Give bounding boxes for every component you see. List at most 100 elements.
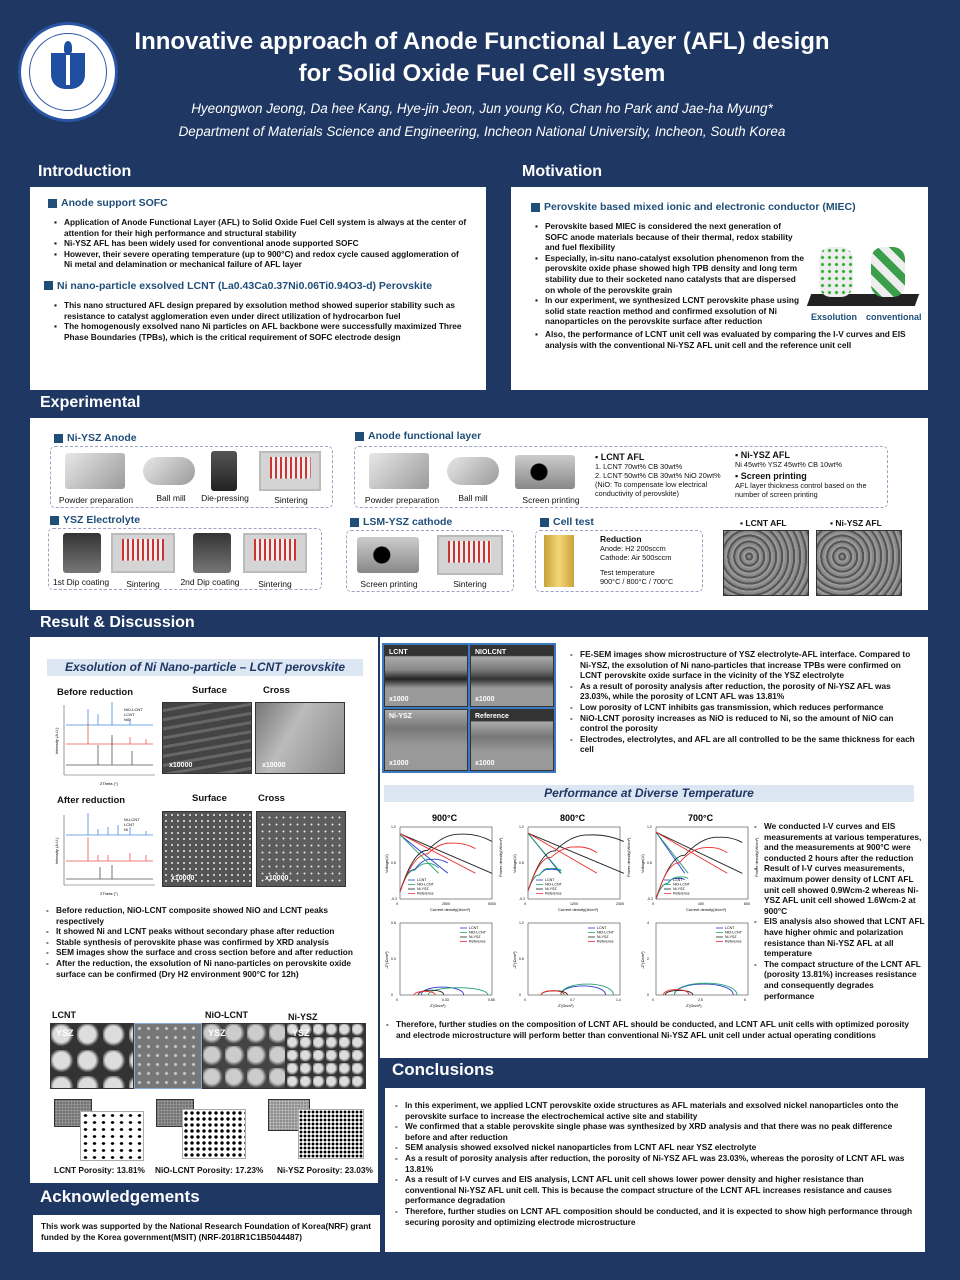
eis-arc-Ni-YSZ bbox=[664, 989, 694, 996]
y-axis-label: Voltage(V) bbox=[640, 854, 645, 873]
step-label: Sintering bbox=[126, 579, 160, 589]
legend-label: NiO-LCNT bbox=[469, 931, 487, 935]
ball-mill-illustration bbox=[447, 457, 499, 485]
heading-text: Anode functional layer bbox=[368, 430, 482, 442]
x-tick-label: 0.7 bbox=[570, 998, 575, 1002]
conclusions-panel: In this experiment, we applied LCNT pero… bbox=[385, 1088, 925, 1252]
voltage-line-Reference bbox=[655, 831, 728, 874]
step-label: Ball mill bbox=[156, 493, 186, 503]
furnace-illustration bbox=[111, 533, 175, 573]
list-item: This nano structured AFL design prepared… bbox=[54, 300, 468, 321]
legend-label: Reference bbox=[469, 940, 486, 944]
x-tick-label: 1.4 bbox=[616, 998, 621, 1002]
xrd-legend: LCNT bbox=[124, 712, 135, 717]
list-item: Result of I-V curves measurements, maxim… bbox=[754, 863, 926, 916]
x-tick-label: 5000 bbox=[488, 902, 496, 906]
voltage-line-Ni-YSZ bbox=[655, 831, 743, 874]
voltage-line-Ni-YSZ bbox=[399, 833, 493, 874]
chart-title: 900°C bbox=[432, 813, 458, 823]
porosity-map-lcnt bbox=[80, 1111, 144, 1161]
anode-process-box: Powder preparation Ball mill Die-pressin… bbox=[50, 446, 333, 508]
xrd-legend: NiO-LCNT bbox=[124, 707, 143, 712]
legend-label: Reference bbox=[597, 940, 614, 944]
furnace-illustration bbox=[259, 451, 321, 491]
magnification-label: x10000 bbox=[169, 762, 193, 769]
y-tick-label: 1.2 bbox=[391, 825, 396, 829]
porosity-map-niolcnt bbox=[182, 1109, 246, 1159]
power-curve-Reference bbox=[399, 842, 476, 892]
magnification-label: x1000 bbox=[389, 696, 409, 703]
xrd-bullets: Before reduction, NiO-LCNT composite sho… bbox=[46, 905, 366, 979]
porosity-niysz: Ni-YSZ Porosity: 23.03% bbox=[277, 1165, 373, 1175]
step-label: Sintering bbox=[274, 495, 308, 505]
power-curve-NiO-LCNT bbox=[527, 867, 562, 892]
list-item: However, their severe operating temperat… bbox=[54, 249, 468, 270]
list-item: Perovskite based MIEC is considered the … bbox=[535, 221, 805, 253]
heading-afl: Anode functional layer bbox=[355, 430, 481, 442]
y-tick-label: 0.6 bbox=[391, 921, 396, 925]
ball-mill-illustration bbox=[143, 457, 195, 485]
legend-label: Ni-YSZ bbox=[469, 935, 481, 939]
x-tick-label: 1200 bbox=[570, 902, 578, 906]
label-text: Ni-YSZ AFL bbox=[835, 518, 882, 528]
legend-label: Ni-YSZ bbox=[545, 887, 557, 891]
magnification-label: x1000 bbox=[389, 760, 409, 767]
poster-title-line2: for Solid Oxide Fuel Cell system bbox=[298, 60, 666, 87]
square-bullet-icon bbox=[531, 202, 540, 212]
composition-line: (NiO: To compensate low electrical condu… bbox=[595, 480, 708, 498]
xrd-legend: Ni-LCNT bbox=[124, 817, 140, 822]
heading-cell-test: Cell test bbox=[540, 516, 594, 528]
sem-afl-niolcnt: YSZ bbox=[202, 1023, 286, 1089]
x-axis-label: Z'(Ωcm²) bbox=[686, 1003, 702, 1008]
powder-illustration bbox=[65, 453, 125, 489]
square-bullet-icon bbox=[50, 515, 59, 525]
legend-label: LCNT bbox=[545, 878, 555, 882]
xrd-chart-after: Ni-LCNT LCNT Ni 2Theta (°) Intensity (A.… bbox=[54, 813, 155, 896]
composition-line: 2. LCNT 50wt% CB 30wt% NiO 20wt% bbox=[595, 471, 721, 480]
x-tick-label: 5 bbox=[744, 998, 746, 1002]
anode-gas: Anode: H2 200sccm bbox=[600, 544, 666, 553]
step-label: Powder preparation bbox=[364, 495, 440, 505]
square-bullet-icon bbox=[48, 198, 57, 208]
list-item: Stable synthesis of perovskite phase was… bbox=[46, 937, 366, 948]
legend-label: Ni-YSZ bbox=[417, 887, 429, 891]
legend-label: NiO-LCNT bbox=[545, 883, 563, 887]
legend-label: LCNT bbox=[673, 878, 683, 882]
legend-label: LCNT bbox=[597, 926, 607, 930]
list-item: Especially, in-situ nano-catalyst exsolu… bbox=[535, 253, 805, 295]
magnification-label: x10000 bbox=[265, 875, 289, 882]
x-tick-label: 400 bbox=[698, 902, 704, 906]
y-tick-label: 0 bbox=[391, 993, 393, 997]
acknowledgement-text: This work was supported by the National … bbox=[41, 1221, 372, 1242]
y-axis-label: Voltage(V) bbox=[512, 854, 517, 873]
step-label: Sintering bbox=[453, 579, 487, 589]
plot-frame bbox=[399, 826, 493, 900]
results-left-panel: Exsolution of Ni Nano-particle – LCNT pe… bbox=[30, 637, 378, 1183]
list-item: We conducted I-V curves and EIS measurem… bbox=[754, 821, 926, 863]
sem-afl-niysz: YSZ bbox=[286, 1023, 366, 1089]
porosity-lcnt: LCNT Porosity: 13.81% bbox=[54, 1165, 145, 1175]
sem-surface-before: x10000 bbox=[162, 702, 252, 774]
fesem-tag: LCNT bbox=[389, 649, 408, 656]
legend-label: LCNT bbox=[469, 926, 479, 930]
furnace-illustration bbox=[437, 535, 503, 575]
sem-cross-before: x10000 bbox=[255, 702, 345, 774]
final-result-bullet: Therefore, further studies on the compos… bbox=[386, 1019, 922, 1040]
xrd-chart-before: NiO-LCNT LCNT NiO 2Theta (°) Intensity (… bbox=[54, 702, 155, 786]
x-tick-label: 0 bbox=[524, 902, 526, 906]
y-axis-label: -Z''(Ωcm²) bbox=[384, 951, 389, 969]
x-tick-label: 2500 bbox=[442, 902, 450, 906]
plot-frame bbox=[655, 922, 749, 996]
step-label: 1st Dip coating bbox=[52, 577, 110, 587]
heading-text: Perovskite based mixed ionic and electro… bbox=[544, 201, 856, 213]
motivation-panel: Perovskite based mixed ionic and electro… bbox=[511, 187, 928, 390]
list-item: As a result of porosity analysis after r… bbox=[395, 1153, 915, 1174]
test-jig-illustration bbox=[544, 535, 574, 587]
heading-text: Ni nano-particle exsolved LCNT (La0.43Ca… bbox=[57, 279, 433, 292]
voltage-line-NiO-LCNT bbox=[527, 832, 562, 874]
ysz-label: YSZ bbox=[208, 1028, 226, 1038]
label-surface-before: Surface bbox=[192, 685, 227, 696]
